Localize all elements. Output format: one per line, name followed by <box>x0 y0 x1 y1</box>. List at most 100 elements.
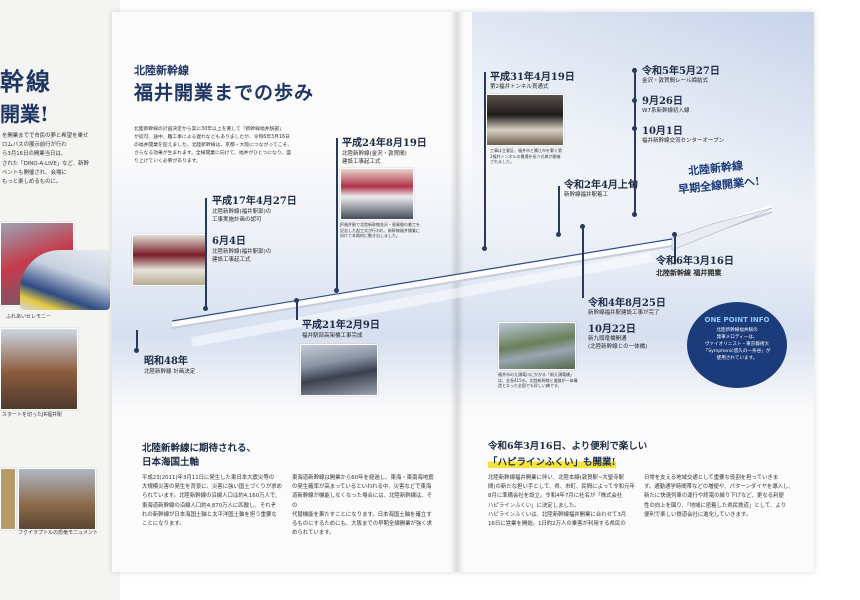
section-right-line: 16日に営業を開始。1日約2万人の乗客が利用する県民の <box>488 521 626 528</box>
section-left-line: 代替機能を果たすことになります。日本海国土軸を確立す <box>292 511 432 518</box>
section-left-line: 東海道新幹線の沿線人口約4,870万人に匹敵し、それぞ <box>142 502 277 509</box>
section-left-line: 東海道新幹線は開業から60年を経過し、東海・東南海地震 <box>292 475 434 481</box>
left-page: 幹線 開業! を開業までで市民の夢と希望を乗せ ロムバスの展示前行が行わ ら3月… <box>0 0 120 600</box>
photo-h21-viaduct <box>300 344 378 396</box>
timeline-desc-oct22-1: 新九頭竜橋開通 <box>588 336 627 342</box>
intro-line: の福井開業を迎えました。北陸新幹線は、京都・大阪につながってこそ、 <box>134 143 293 148</box>
left-title-line2: 開業! <box>0 102 49 126</box>
photo-h17-ceremony <box>132 234 206 286</box>
left-text-block: を開業までで市民の夢と希望を乗せ ロムバスの展示前行が行わ ら3月16日の開業当… <box>2 132 120 187</box>
one-point-line: 北陸新幹線福井駅の <box>716 328 758 333</box>
section-left-line: られています。北陸新幹線の沿線人口は約4,160万人で、 <box>142 493 281 500</box>
left-photo-monument <box>18 468 96 530</box>
page-title: 福井開業までの歩み <box>134 82 315 104</box>
section-right-line: ハピラインふくいは、北陸新幹線福井開業に合わせて3月 <box>488 511 627 518</box>
timeline-desc-s48: 北陸新幹線 計画決定 <box>144 369 196 375</box>
section-right-title-1: 令和6年3月16日、より便利で楽しい <box>488 441 648 452</box>
section-left-title-1: 北陸新幹線に期待される、 <box>142 443 257 454</box>
section-right-line: す。通勤通学時間帯などの増便や、パターンダイヤを導入し、 <box>644 484 794 491</box>
left-text-line: もっと楽しめるものに。 <box>2 179 62 186</box>
timeline-desc-h17-1: 北陸新幹線(福井駅部)の <box>212 209 272 215</box>
timeline-stem-h31 <box>484 72 486 250</box>
intro-line: が認可、途中、難工事による遅れなどもありましたが、令和6年3月16日 <box>134 135 290 140</box>
left-text-line: ロムバスの展示前行が行わ <box>2 142 67 149</box>
section-right-line: 北陸新幹線福井開業に伴い、北陸本線(敦賀駅~大聖寺駅 <box>488 475 624 481</box>
section-left-col1: 平成23(2011)年3月11日に発生した東日本大震災等の 大規模災害の発生を背… <box>142 474 282 529</box>
section-right-line: 8月に準備会社を設立。令和4年7月に社名が「株式会社 <box>488 493 623 500</box>
header-kicker: 北陸新幹線 <box>134 64 189 77</box>
timeline-dot-r6 <box>672 232 677 237</box>
timeline-stem-r5 <box>634 68 636 216</box>
caption-h31-photo: 工事は主要区、福井市と鯖江市を繋ぐ第2福井トンネルの貫通を祝う式典が開催されまし… <box>490 148 562 164</box>
timeline-stem-s48 <box>136 330 138 352</box>
timeline-dot-h17 <box>203 306 208 311</box>
one-point-line: 使用されています。 <box>716 356 758 361</box>
left-photo-caption-3: フクイラプトルの恐竜モニュメント <box>18 530 99 536</box>
timeline-dot-oct1 <box>632 126 637 131</box>
timeline-dot-r5 <box>632 212 637 217</box>
timeline-date-r5: 令和5年5月27日 <box>642 66 720 77</box>
section-left-line: 道新幹線が機能しなくなった場合には、北陸新幹線は、その <box>292 493 433 509</box>
timeline-desc-r4: 新幹線福井駅建設工事が完了 <box>588 310 660 316</box>
timeline-stem-h17 <box>205 198 207 310</box>
one-point-info-title: ONE POINT INFO <box>704 316 770 324</box>
left-photo-small <box>0 468 16 530</box>
one-point-line: 「Symphonic悠久の一条谷」が <box>703 349 771 354</box>
section-left-line: の発生確率が高まっているといわれる中、災害などで東海 <box>292 484 432 491</box>
timeline-stem-h21 <box>296 300 298 320</box>
section-left-title-2: 日本海国土軸 <box>142 457 200 468</box>
left-text-line: された「DINO-A-LIVE」など、新幹 <box>2 160 89 167</box>
timeline-dot-h31 <box>482 246 487 251</box>
timeline-stem-h24 <box>336 138 338 292</box>
timeline-date-h24: 平成24年8月19日 <box>342 138 427 149</box>
left-train-image <box>20 250 110 310</box>
timeline-desc-sep26: W7系新幹線初入線 <box>642 108 690 114</box>
timeline-stem-r6 <box>674 234 676 264</box>
timeline-desc-r6: 北陸新幹線 福井開業 <box>656 269 722 277</box>
train-graphic <box>171 204 774 347</box>
timeline-dot-s48 <box>134 348 139 353</box>
timeline-date-r6: 令和6年3月16日 <box>656 256 734 267</box>
timeline-dot-h24 <box>334 288 339 293</box>
caption-h24-photo: JR福井駅で北陸新幹線金沢・敦賀間の着工を記念した起工式が行われ、新幹線福井開業… <box>340 222 420 238</box>
section-right-line: 新たに快速列車の運行や終電の繰り下げなど、更なる利便 <box>644 493 784 500</box>
left-photo-caption-2: スタートを切ったJR福井駅 <box>2 412 62 418</box>
section-right-title-2: 「ハピラインふくい」も開業! <box>488 454 616 468</box>
one-point-info-body: 北陸新幹線福井駅の 発車メロディーは、 ヴァイオリニスト・東京藝術大 「Symp… <box>687 327 787 362</box>
section-left-line: 平成23(2011)年3月11日に発生した東日本大震災等の <box>142 475 275 481</box>
left-text-line: ベントも開催され、会場に <box>2 169 67 176</box>
section-left-line: 大規模災害の発生を背景に、災害に強い国土づくりが求め <box>142 484 282 491</box>
one-point-line: 発車メロディーは、 <box>716 335 758 340</box>
timeline-date-oct22: 10月22日 <box>588 324 636 335</box>
timeline-date-jun4: 6月4日 <box>212 236 246 247</box>
one-point-line: ヴァイオリニスト・東京藝術大 <box>704 342 770 347</box>
intro-text: 北陸新幹線の計画決定から実に30年以上を要して「新幹線福井駅部」 が認可、途中、… <box>134 126 294 166</box>
section-right-line: 性の向上を図り、「地域に密着した県民鉄道」として、より <box>644 502 787 509</box>
timeline-desc-h21: 福井駅部高架橋工事完成 <box>302 333 363 339</box>
photo-h31-tunnel <box>486 94 564 146</box>
timeline-dot-h21 <box>294 298 299 303</box>
timeline-stem-r4 <box>582 226 584 298</box>
timeline-dot-r4 <box>580 224 585 229</box>
intro-line: り上げていく必要があります。 <box>134 159 201 164</box>
section-right-line: 間)の新たな担い手として、県、市町、民間によって令和元年 <box>488 484 635 491</box>
section-left-line: ことになります。 <box>142 521 185 528</box>
timeline-desc-h31: 第2福井トンネル貫通式 <box>490 84 549 90</box>
timeline-dot-r2 <box>556 232 561 237</box>
timeline-date-h17: 平成17年4月27日 <box>212 196 297 207</box>
timeline-stem-r2 <box>558 186 560 236</box>
section-left-line: められています。 <box>292 530 335 537</box>
timeline-date-s48: 昭和48年 <box>144 356 188 367</box>
timeline-desc-h17-2: 工事実施計画の認可 <box>212 217 262 223</box>
section-right-line: 便利で楽しい鉄道会社に進化していきます。 <box>644 511 752 518</box>
timeline-desc-oct22-2: (北陸新幹線との一体橋) <box>588 344 648 350</box>
left-title-line1: 幹線 <box>0 67 52 96</box>
timeline-desc-h24-1: 北陸新幹線(金沢・敦賀間) <box>342 151 407 157</box>
intro-line: 北陸新幹線の計画決定から実に30年以上を要して「新幹線福井駅部」 <box>134 127 284 132</box>
timeline-dot-sep26 <box>632 98 637 103</box>
one-point-info-bubble: ONE POINT INFO 北陸新幹線福井駅の 発車メロディーは、 ヴァイオリ… <box>687 302 787 388</box>
timeline-desc-jun4-2: 建設工事起工式 <box>212 257 251 263</box>
timeline-date-r2: 令和2年4月上旬 <box>564 180 638 191</box>
timeline-date-sep26: 9月26日 <box>642 96 683 107</box>
section-right-line: ハピラインふくい」に決定しました。 <box>488 502 580 509</box>
